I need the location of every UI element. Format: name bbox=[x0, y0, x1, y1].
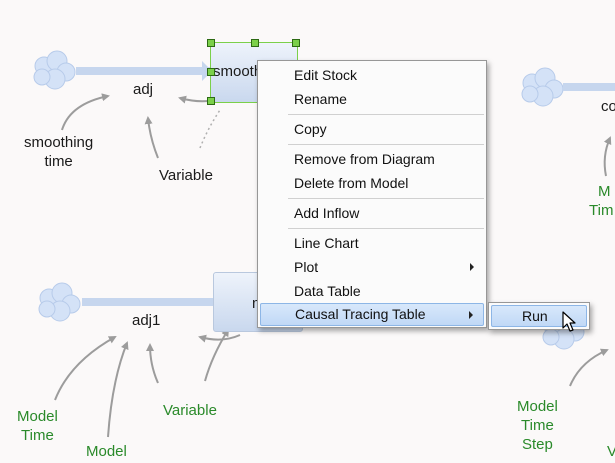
menu-separator bbox=[288, 114, 484, 115]
menu-item-delete-from-model[interactable]: Delete from Model bbox=[294, 175, 409, 191]
selection-handle-ml[interactable] bbox=[207, 68, 215, 76]
label-model-time-left-line2: Time bbox=[21, 427, 54, 444]
selection-handle-bl[interactable] bbox=[207, 97, 215, 105]
menu-item-plot-label: Plot bbox=[294, 259, 319, 275]
connector-mean-to-adj1[interactable] bbox=[198, 334, 241, 343]
label-smoothing-time[interactable]: smoothing time bbox=[24, 133, 93, 171]
menu-item-add-inflow[interactable]: Add Inflow bbox=[294, 205, 360, 221]
label-smoothing-time-line1: smoothing bbox=[24, 134, 94, 151]
connector-variable-to-smoothed-dotted[interactable] bbox=[199, 109, 221, 149]
menu-item-copy[interactable]: Copy bbox=[294, 121, 327, 137]
submenu-arrow-icon bbox=[469, 311, 473, 319]
connector-model-to-adj1[interactable] bbox=[107, 341, 129, 438]
label-variable-bottom[interactable]: Variable bbox=[163, 402, 217, 419]
menu-item-edit-stock[interactable]: Edit Stock bbox=[294, 67, 358, 83]
label-adj1[interactable]: adj1 bbox=[132, 312, 161, 329]
connector-variable-to-adj[interactable] bbox=[144, 116, 159, 159]
connector-variable-bottom-to-adj1[interactable] bbox=[146, 343, 159, 384]
menu-item-line-chart[interactable]: Line Chart bbox=[294, 235, 359, 251]
submenu-arrow-icon bbox=[470, 263, 474, 271]
connector-smoothing-time-to-adj[interactable] bbox=[61, 93, 110, 131]
connector-variable-bottom-to-mean[interactable] bbox=[204, 328, 230, 382]
label-model-bottom[interactable]: Model bbox=[86, 443, 127, 460]
menu-item-causal-tracing-table[interactable]: Causal Tracing Table bbox=[260, 303, 484, 326]
context-menu: Edit Stock Rename Copy Remove from Diagr… bbox=[257, 60, 487, 328]
connector-model-time-to-adj1[interactable] bbox=[54, 336, 117, 401]
cloud-source-top-left[interactable] bbox=[33, 50, 76, 90]
label-right-green-line2: Tim bbox=[589, 202, 614, 219]
menu-separator bbox=[288, 198, 484, 199]
label-model-time-left-line1: Model bbox=[17, 408, 58, 425]
cloud-source-top-right[interactable] bbox=[521, 67, 564, 107]
label-adj[interactable]: adj bbox=[133, 81, 154, 98]
label-model-time-step[interactable]: Model Time Step bbox=[517, 397, 558, 454]
menu-item-rename[interactable]: Rename bbox=[294, 91, 347, 107]
label-right-green[interactable]: M Tim bbox=[589, 182, 613, 220]
selection-handle-tl[interactable] bbox=[207, 39, 215, 47]
label-model-time-step-line1: Model bbox=[517, 398, 558, 415]
label-model-time-step-line3: Step bbox=[522, 436, 553, 453]
label-variable-top[interactable]: Variable bbox=[159, 167, 213, 184]
label-model-time-left[interactable]: Model Time bbox=[17, 407, 58, 445]
selection-handle-tr[interactable] bbox=[292, 39, 300, 47]
label-right-clipped-top[interactable]: co bbox=[601, 98, 615, 115]
flow-pipe-top-right[interactable] bbox=[563, 83, 615, 91]
flow-pipe-adj1[interactable] bbox=[82, 298, 216, 306]
label-model-time-step-line2: Time bbox=[521, 417, 554, 434]
menu-item-causal-tracing-table-label: Causal Tracing Table bbox=[295, 306, 426, 322]
menu-item-plot[interactable]: Plot bbox=[260, 256, 484, 278]
label-right-bottom-clipped[interactable]: V bbox=[607, 443, 615, 460]
mouse-cursor-icon bbox=[562, 311, 576, 332]
cloud-source-bottom-left[interactable] bbox=[38, 282, 81, 322]
selection-handle-tm[interactable] bbox=[251, 39, 259, 47]
connector-right-top[interactable] bbox=[603, 136, 612, 177]
label-right-green-line1: M bbox=[598, 183, 611, 200]
menu-item-remove-from-diagram[interactable]: Remove from Diagram bbox=[294, 151, 435, 167]
menu-separator bbox=[288, 144, 484, 145]
flow-pipe-adj[interactable] bbox=[76, 67, 210, 75]
menu-separator bbox=[288, 228, 484, 229]
menu-item-data-table[interactable]: Data Table bbox=[294, 283, 361, 299]
connector-model-time-step[interactable] bbox=[569, 348, 609, 387]
label-smoothing-time-line2: time bbox=[44, 153, 73, 170]
